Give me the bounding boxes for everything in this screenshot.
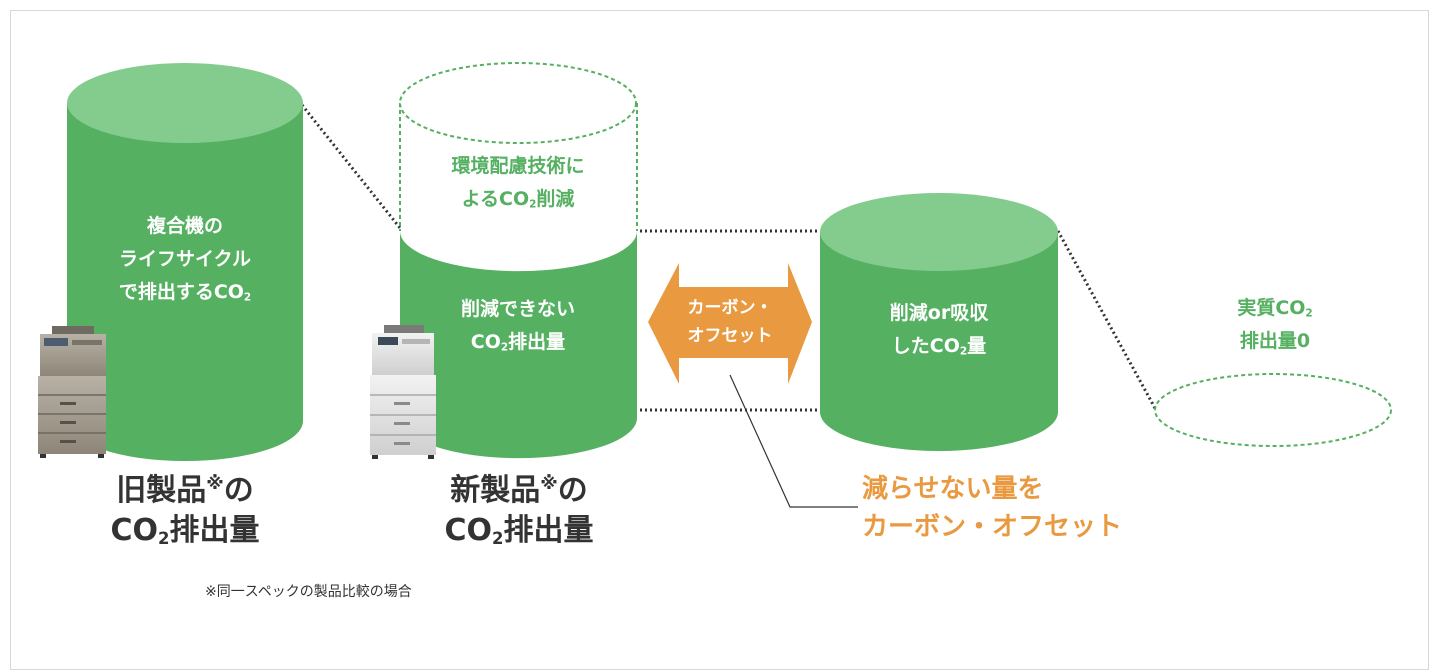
old-cylinder-line1: 複合機の xyxy=(146,215,223,237)
old-cylinder-line3: で排出するCO2 xyxy=(118,281,252,304)
offset-cylinder-label: 削減or吸収 したCO2量 xyxy=(829,297,1049,363)
old-product-cylinder xyxy=(67,63,303,461)
reduction-cap-outline xyxy=(399,103,638,231)
offset-cylinder-top xyxy=(820,193,1058,271)
new-cylinder-label: 削減できない CO2排出量 xyxy=(410,293,626,359)
reduction-cap-top xyxy=(399,62,637,144)
carbon-offset-arrow xyxy=(648,263,812,384)
old-cylinder-label: 複合機の ライフサイクル で排出するCO2 xyxy=(80,210,290,309)
carbon-offset-label: カーボン・ オフセット xyxy=(668,294,792,350)
new-caption-line1: 新製品※の xyxy=(450,473,588,508)
net-zero-label: 実質CO2 排出量0 xyxy=(1190,292,1360,358)
old-cylinder-body xyxy=(67,103,303,461)
old-cylinder-top xyxy=(67,63,303,143)
offset-cylinder-body xyxy=(820,232,1058,451)
reduction-cap-line1: 環境配慮技術に xyxy=(451,155,585,177)
new-cylinder-line1: 削減できない xyxy=(460,298,575,320)
old-caption-line2: CO2排出量 xyxy=(110,513,260,549)
net-zero-line1: 実質CO2 xyxy=(1237,297,1313,320)
old-product-caption: 旧製品※の CO2排出量 xyxy=(80,471,290,551)
carbon-offset-line1: カーボン・ xyxy=(687,298,773,318)
reduction-cap-label: 環境配慮技術に よるCO2削減 xyxy=(410,150,626,216)
reduction-cap-line2: よるCO2削減 xyxy=(461,188,575,211)
offset-cylinder xyxy=(820,193,1058,451)
offset-callout-line2: カーボン・オフセット xyxy=(862,512,1123,542)
offset-callout-line1: 減らせない量を xyxy=(862,474,1044,504)
offset-callout-text: 減らせない量を カーボン・オフセット xyxy=(862,470,1122,546)
offset-cylinder-line2: したCO2量 xyxy=(891,335,987,358)
new-caption-line2: CO2排出量 xyxy=(444,513,594,549)
net-zero-line2: 排出量0 xyxy=(1239,330,1311,352)
new-product-cylinder xyxy=(399,62,638,459)
net-zero-ellipse xyxy=(1154,373,1392,447)
new-cylinder-body xyxy=(400,231,637,459)
new-product-caption: 新製品※の CO2排出量 xyxy=(412,471,626,551)
new-printer-icon xyxy=(370,325,436,459)
connector-old-to-new xyxy=(300,104,402,229)
new-cylinder-line2: CO2排出量 xyxy=(470,331,566,354)
connector-to-netzero xyxy=(1056,230,1158,411)
callout-line xyxy=(729,374,858,508)
connector-lines xyxy=(300,104,1158,412)
carbon-offset-line2: オフセット xyxy=(687,326,773,346)
old-caption-line1: 旧製品※の xyxy=(116,473,254,508)
old-printer-icon xyxy=(38,326,106,458)
offset-cylinder-line1: 削減or吸収 xyxy=(889,302,989,324)
old-cylinder-line2: ライフサイクル xyxy=(118,248,252,270)
footnote: ※同一スペックの製品比較の場合 xyxy=(205,584,412,600)
